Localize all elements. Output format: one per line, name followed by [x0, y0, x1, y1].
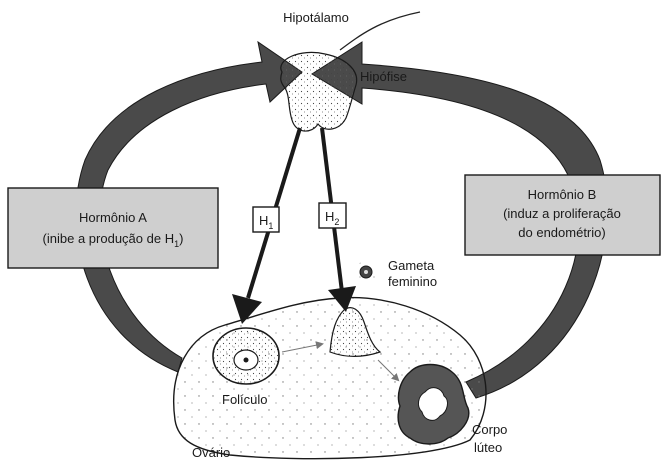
label-luteo: lúteo [474, 440, 502, 455]
hormone-a-desc-suffix: ) [179, 231, 183, 246]
label-gameta-2: feminino [388, 274, 437, 289]
h2-sub: 2 [334, 217, 339, 227]
pituitary [281, 52, 357, 131]
label-hipotalamo: Hipotálamo [283, 10, 349, 25]
h2-label: H [325, 209, 334, 224]
label-ovario: Ovário [192, 445, 230, 460]
hormone-a-box [8, 188, 218, 268]
h1-sub: 1 [268, 221, 273, 231]
follicle-oocyte [244, 358, 249, 363]
label-corpo: Corpo [472, 422, 507, 437]
nerve-line [340, 12, 420, 50]
label-hipofise: Hipófise [360, 69, 407, 84]
hormone-b-line3: do endométrio) [518, 225, 605, 240]
hormone-b-line2: (induz a proliferação [503, 206, 621, 221]
hormone-a-title: Hormônio A [79, 210, 147, 225]
h1-label: H [259, 213, 268, 228]
label-foliculo: Folículo [222, 392, 268, 407]
label-gameta-1: Gameta [388, 258, 435, 273]
gamete-nucleus [364, 270, 368, 274]
hormone-b-title: Hormônio B [528, 187, 597, 202]
hormone-a-desc-prefix: (inibe a produção de H [43, 231, 175, 246]
